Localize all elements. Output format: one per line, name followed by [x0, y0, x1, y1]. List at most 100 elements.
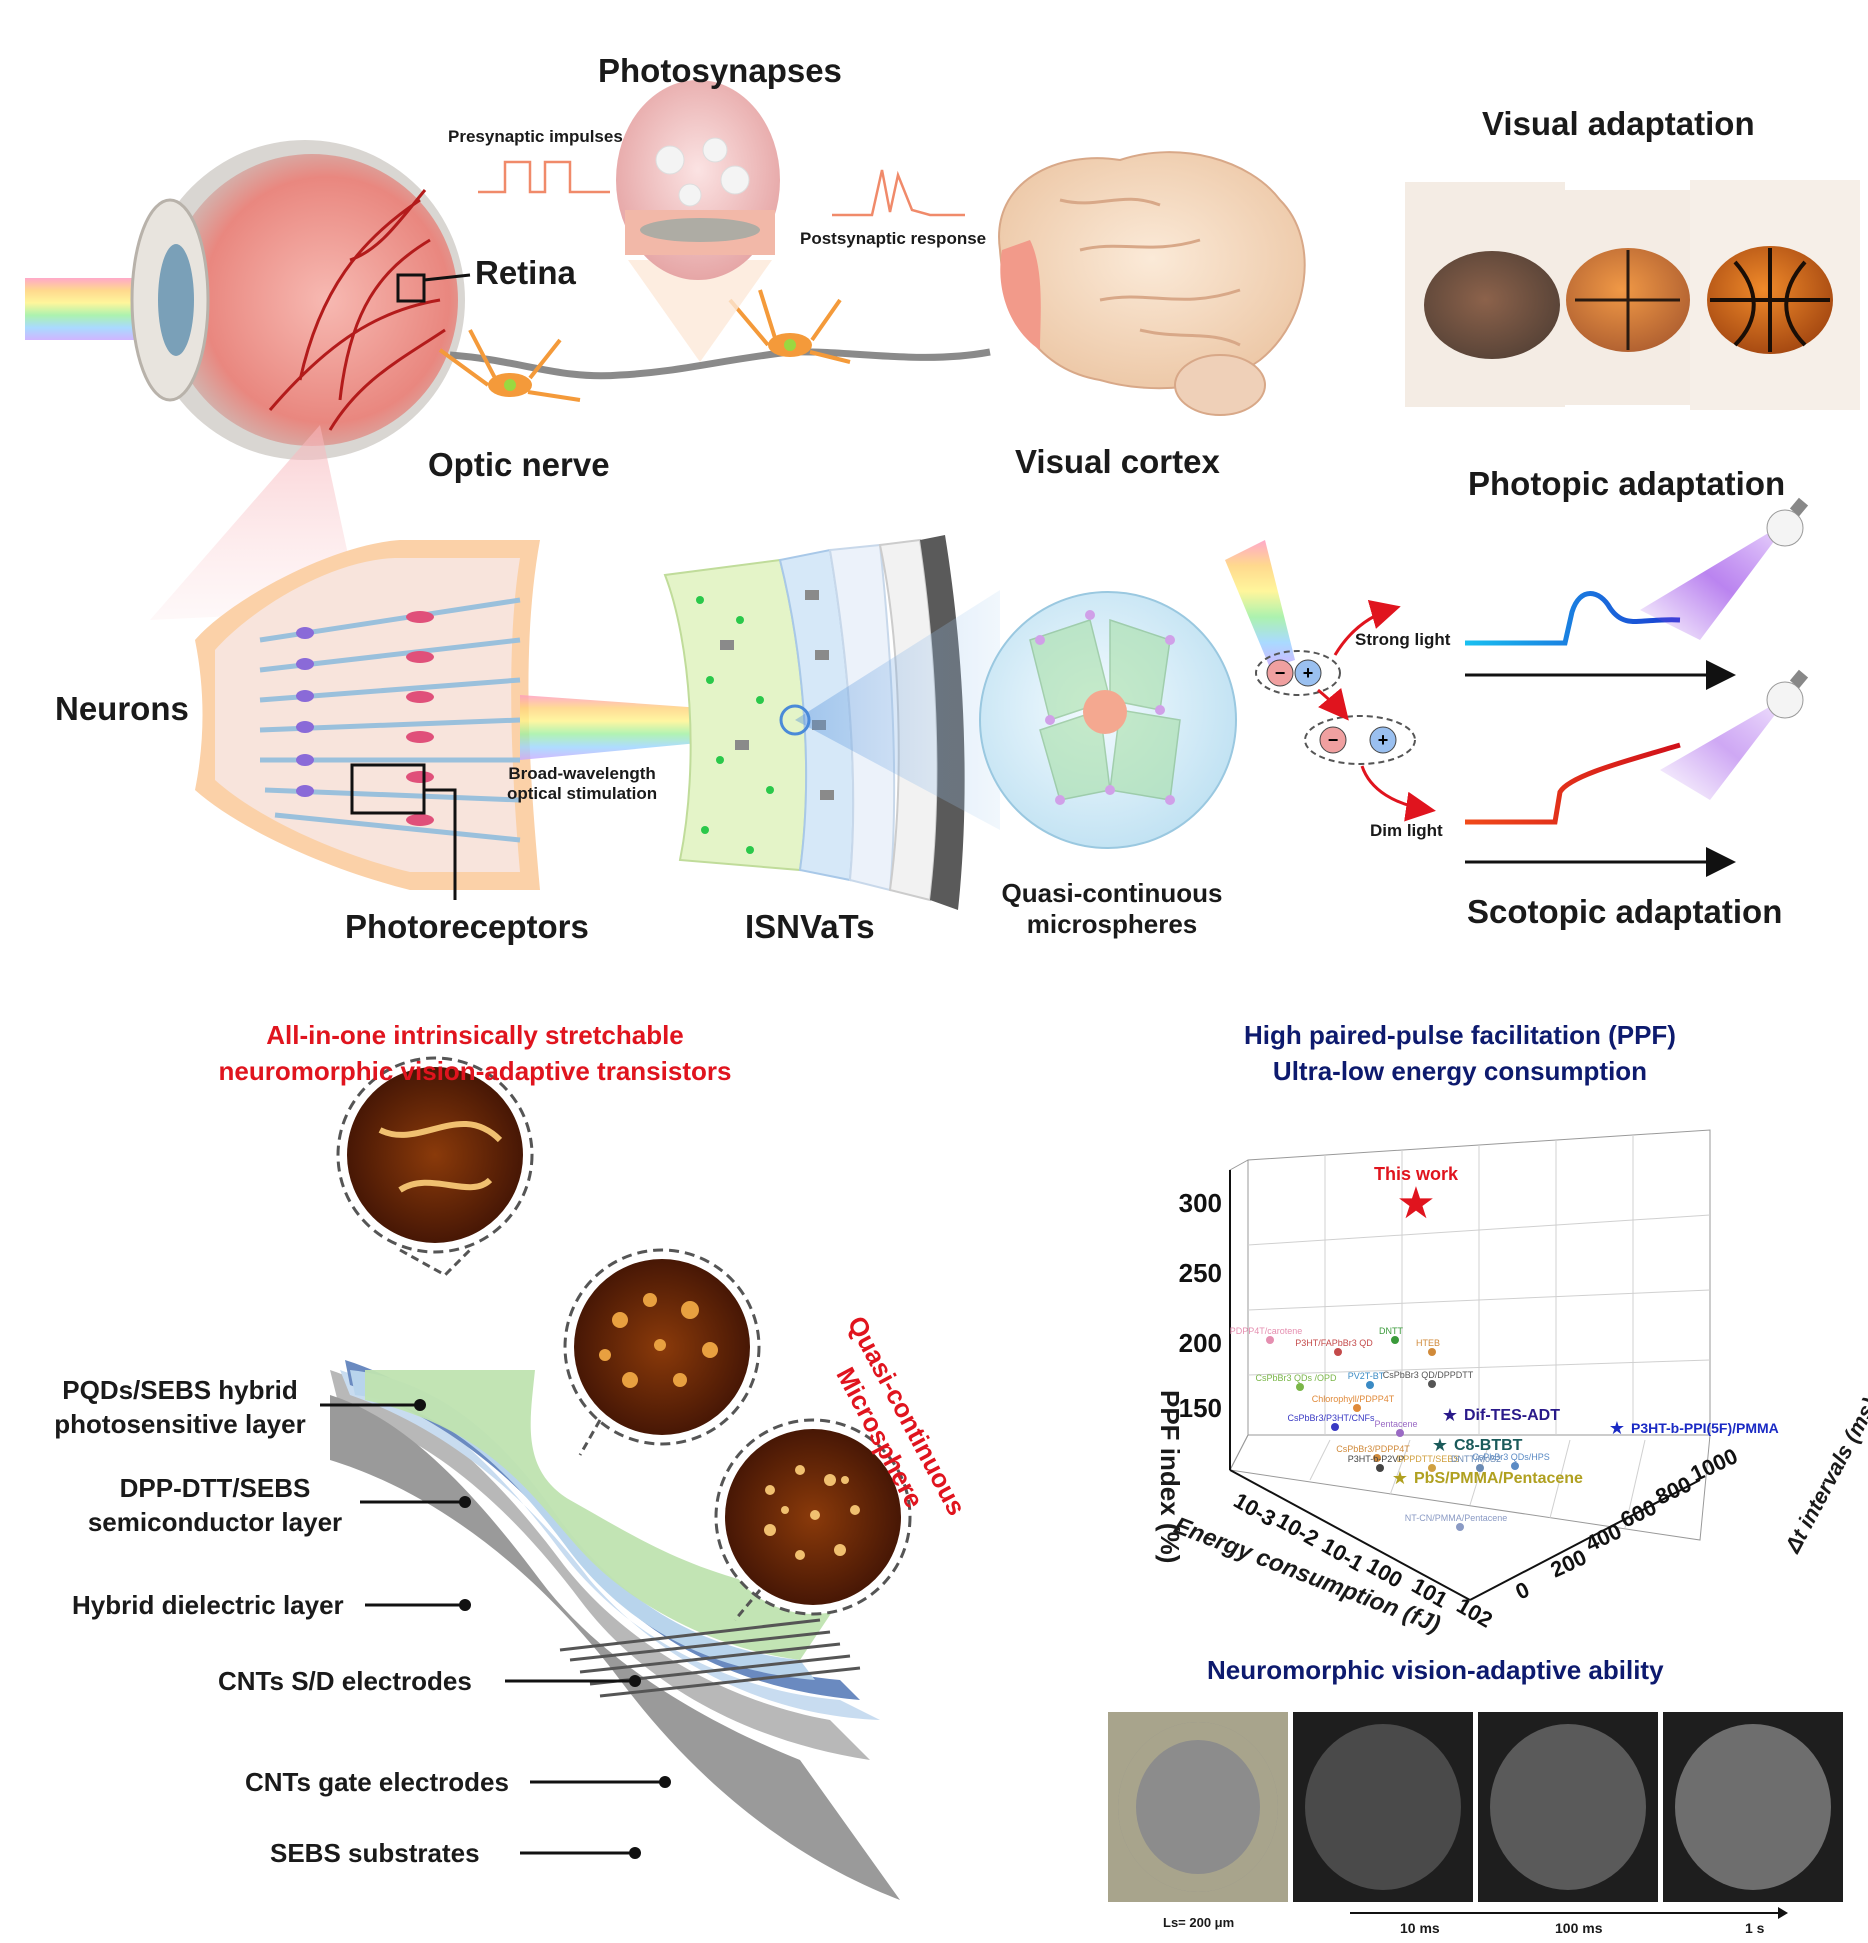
- afm-image-top: [336, 1056, 534, 1277]
- layer-pqds-line2: photosensitive layer: [54, 1409, 306, 1439]
- chart-point: [1266, 1336, 1274, 1344]
- layer-label-pqds: PQDs/SEBS hybrid photosensitive layer: [40, 1373, 320, 1441]
- chart-point: [1391, 1336, 1399, 1344]
- afm-image-middle: [563, 1248, 761, 1456]
- broad-wavelength-line2: optical stimulation: [507, 784, 658, 803]
- adaptation-panels: [1405, 180, 1860, 410]
- chart-point: [1476, 1464, 1484, 1472]
- strong-light-label: Strong light: [1355, 630, 1451, 649]
- isnvats-label: ISNVaTs: [745, 908, 875, 945]
- quasi-line1: Quasi-continuous: [1001, 878, 1223, 908]
- chart-point: [1376, 1464, 1384, 1472]
- chart-point-label: C8-BTBT: [1454, 1437, 1523, 1454]
- y-tick-label: 0: [1512, 1577, 1534, 1605]
- layer-label-sd-electrodes: CNTs S/D electrodes: [218, 1666, 472, 1696]
- chart-point: [1334, 1348, 1342, 1356]
- zoom-cone-blue: [795, 590, 1000, 830]
- chart-point: [1373, 1454, 1381, 1462]
- chart-point-label: CsPbBr3 QDs/HPS: [1472, 1452, 1550, 1462]
- dim-light-label: Dim light: [1370, 821, 1443, 840]
- x-tick-label: 10-2: [1273, 1508, 1324, 1552]
- chart-point-label: PDPP4T/carotene: [1230, 1326, 1303, 1336]
- exciton-pair-bottom: − +: [1304, 715, 1416, 765]
- afm-image-bottom: [714, 1418, 912, 1621]
- presynaptic-pulse-waveform: [478, 160, 610, 194]
- strong-light-arrow: [1333, 600, 1401, 656]
- chart-point: [1331, 1423, 1339, 1431]
- quasi-microspheres-label: Quasi-continuous microspheres: [997, 878, 1227, 940]
- broad-wavelength-label: Broad-wavelength optical stimulation: [507, 764, 657, 804]
- svg-text:+: +: [1378, 730, 1389, 750]
- broad-wavelength-line1: Broad-wavelength: [508, 764, 656, 783]
- dim-light-arrow: [1360, 765, 1436, 822]
- scotopic-label: Scotopic adaptation: [1467, 893, 1783, 930]
- chart-point: [1366, 1381, 1374, 1389]
- reference-basketball-pattern: [1118, 1722, 1278, 1892]
- layer-dpp-line2: semiconductor layer: [87, 1507, 343, 1537]
- x-tick-label: 102: [1453, 1593, 1497, 1633]
- synapse-illustration: [616, 80, 780, 280]
- neurons-label: Neurons: [55, 690, 189, 727]
- chart-point-label: NT-CN/PMMA/Pentacene: [1405, 1513, 1508, 1523]
- chart-point-label: P3HT-b-P2VP: [1348, 1454, 1405, 1464]
- bottom-left-heading: All-in-one intrinsically stretchable neu…: [150, 1017, 800, 1089]
- brain-illustration: [998, 151, 1306, 416]
- exciton-pair-top: − +: [1255, 650, 1341, 696]
- incoming-light: [1225, 540, 1295, 668]
- y-tick-label: 1000: [1687, 1443, 1742, 1486]
- exciton-arrow: [1317, 687, 1349, 721]
- chart-point: [1353, 1404, 1361, 1412]
- basketball-blurred: [1424, 251, 1560, 359]
- time-label-100ms: 100 ms: [1555, 1920, 1603, 1936]
- optic-nerve-illustration: [449, 348, 991, 380]
- chart-point-star: ★: [1432, 1435, 1448, 1455]
- chart-point-label: Pentacene: [1374, 1419, 1417, 1429]
- y-tick-label: 400: [1582, 1518, 1626, 1556]
- postsynaptic-response-waveform: [832, 169, 965, 217]
- layer-leader-lines: [320, 1403, 665, 1855]
- chart-point-star: ★: [1442, 1405, 1458, 1425]
- strong-light-beam: [1640, 520, 1790, 640]
- bulb-icon: [1766, 497, 1809, 547]
- photopic-response-curve: [1465, 591, 1681, 646]
- chart-point: [1396, 1429, 1404, 1437]
- frame-1s-pattern: [1675, 1724, 1831, 1890]
- y-tick-label: 800: [1652, 1471, 1696, 1509]
- svg-text:−: −: [1328, 730, 1339, 750]
- this-work-label: This work: [1374, 1164, 1459, 1184]
- chart-point: [1511, 1462, 1519, 1470]
- chart-point-label: DNTT/MoS2: [1451, 1454, 1501, 1464]
- z-tick-label: 250: [1179, 1258, 1222, 1288]
- vision-frame-100ms: [1478, 1712, 1658, 1902]
- vision-frame-reference: [1108, 1712, 1288, 1902]
- y-tick-label: 600: [1617, 1494, 1661, 1532]
- ppf-chart: [1229, 1129, 1711, 1601]
- chart-point-label: DPPDTT/SEBS: [1397, 1454, 1460, 1464]
- vision-adaptive-heading: Neuromorphic vision-adaptive ability: [1207, 1655, 1664, 1685]
- svg-text:−: −: [1275, 663, 1286, 683]
- microsphere-illustration: [979, 591, 1237, 849]
- this-work-star: ★: [1396, 1179, 1435, 1228]
- bottom-right-heading: High paired-pulse facilitation (PPF) Ult…: [1140, 1017, 1780, 1089]
- presynaptic-label: Presynaptic impulses: [448, 127, 623, 146]
- chart-point-star: ★: [1609, 1418, 1625, 1438]
- vision-frame-1s: [1663, 1712, 1843, 1902]
- optic-nerve-label: Optic nerve: [428, 446, 610, 483]
- bottom-right-heading-line2: Ultra-low energy consumption: [1272, 1056, 1648, 1086]
- eye-illustration: [130, 140, 465, 460]
- bulb-icon-dim: [1766, 669, 1809, 719]
- retina-label: Retina: [475, 254, 576, 291]
- synapse-cone: [628, 260, 772, 362]
- retina-pointer: [423, 273, 471, 282]
- postsynaptic-label: Postsynaptic response: [800, 229, 987, 248]
- broad-wavelength-beam: [520, 695, 730, 760]
- scotopic-response-curve: [1465, 742, 1681, 825]
- bottom-left-heading-line2: neuromorphic vision-adaptive transistors: [218, 1056, 732, 1086]
- layer-label-dielectric: Hybrid dielectric layer: [72, 1590, 344, 1620]
- z-tick-label: 300: [1179, 1188, 1222, 1218]
- chart-point: [1296, 1383, 1304, 1391]
- layer-label-substrates: SEBS substrates: [270, 1838, 480, 1868]
- layer-label-gate-electrodes: CNTs gate electrodes: [245, 1767, 509, 1797]
